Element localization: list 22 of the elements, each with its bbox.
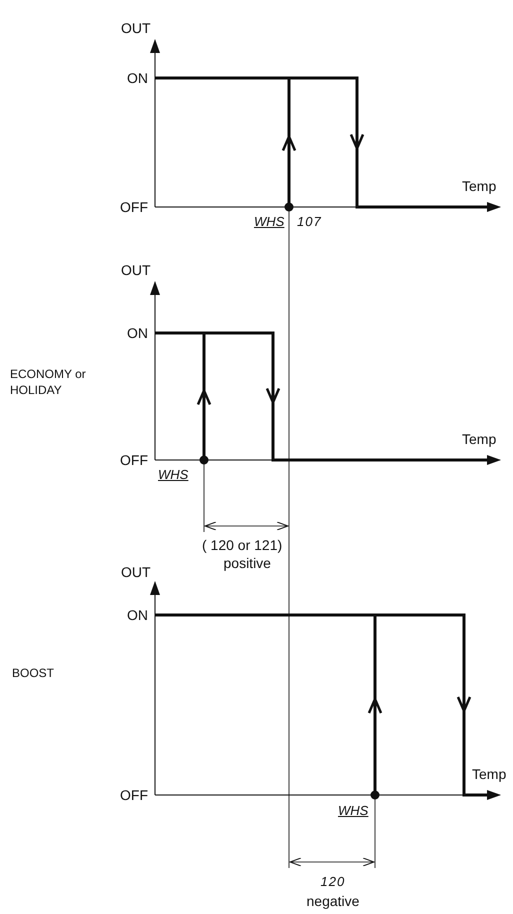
axis-label: OUT xyxy=(121,20,151,37)
parameter-number: 120 xyxy=(320,873,346,890)
axis-label: OUT xyxy=(121,262,151,279)
mode-label: BOOST xyxy=(12,665,56,681)
dimension-label: ( 120 or 121) xyxy=(202,537,282,554)
axis-label: Temp xyxy=(462,431,496,448)
dimension-label: negative xyxy=(306,893,360,910)
axis-label: OUT xyxy=(121,564,151,581)
level-label: OFF xyxy=(120,452,148,469)
setpoint-label: WHS xyxy=(158,466,188,483)
setpoint-label: WHS xyxy=(338,802,368,819)
dimension-label: positive xyxy=(224,555,271,572)
parameter-number: 107 xyxy=(297,213,322,230)
level-label: ON xyxy=(127,325,148,342)
axis-label: Temp xyxy=(462,178,496,195)
level-label: ON xyxy=(127,70,148,87)
mode-label: ECONOMY or HOLIDAY xyxy=(10,366,87,398)
level-label: OFF xyxy=(120,199,148,216)
level-label: ON xyxy=(127,607,148,624)
level-label: OFF xyxy=(120,787,148,804)
setpoint-label: WHS xyxy=(254,213,284,230)
axis-label: Temp xyxy=(472,766,506,783)
